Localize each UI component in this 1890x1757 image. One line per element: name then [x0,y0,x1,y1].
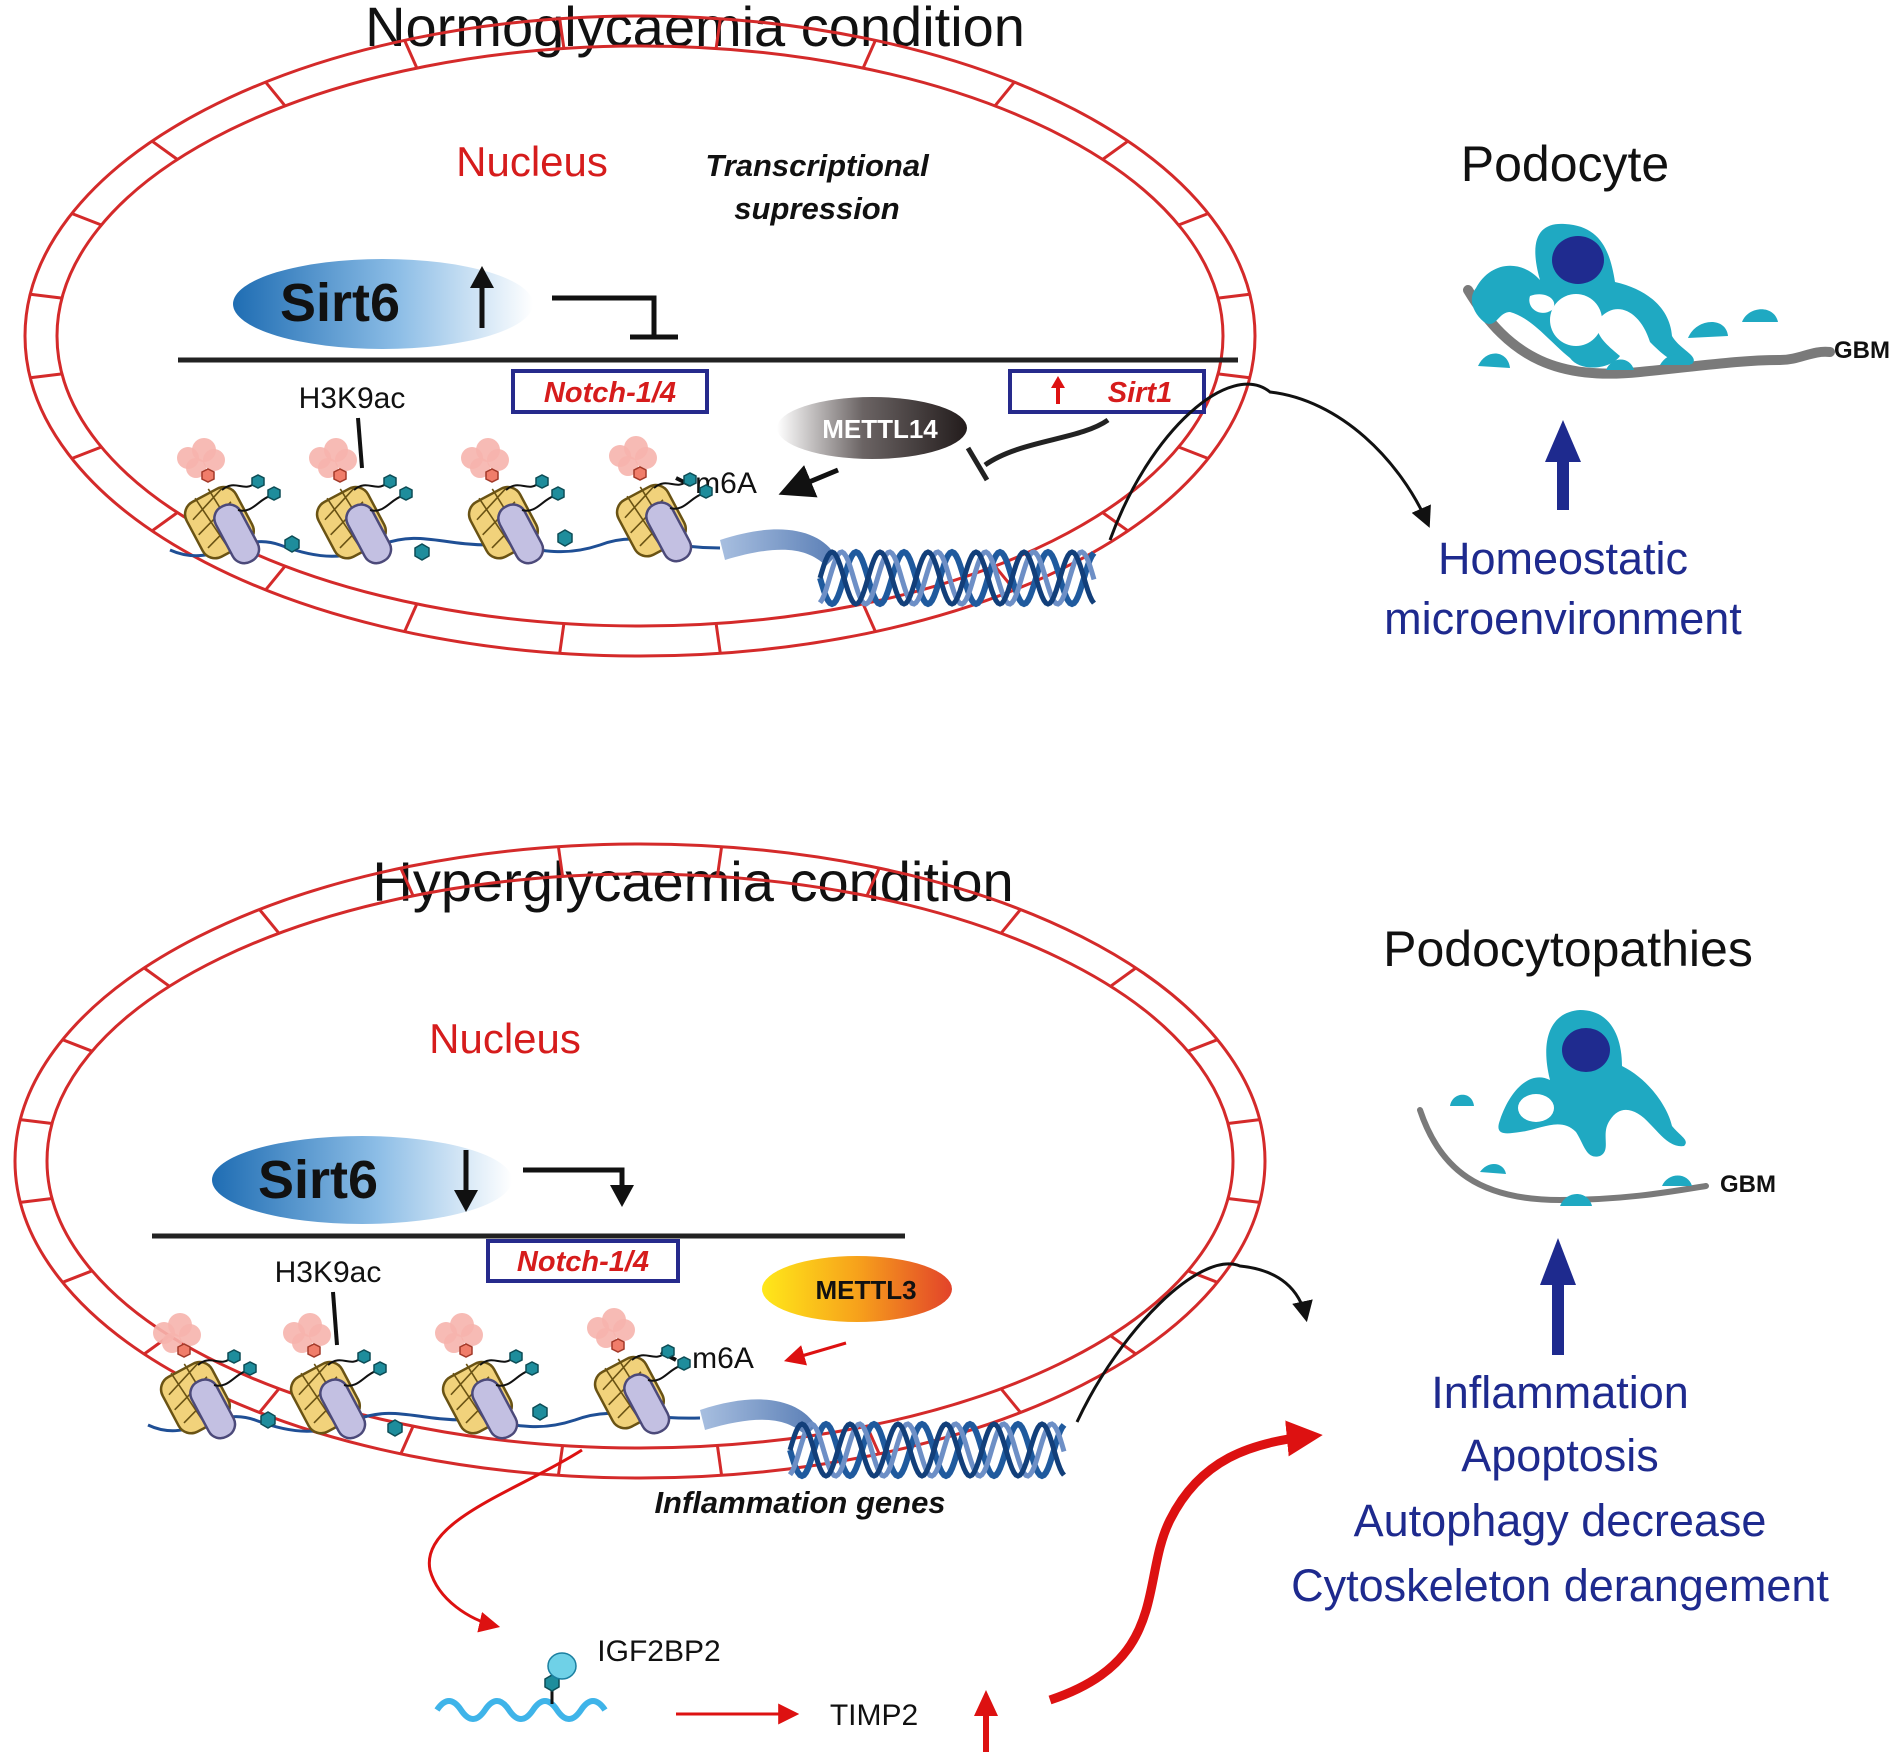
outcome-inflammation: Inflammation [1431,1367,1689,1418]
mettl3-to-m6a-arrow [783,1341,847,1366]
hyper-dna-helix [787,1420,1067,1480]
normo-notch-gene: Notch-1/4 [544,377,676,409]
normo-notch-box [511,369,709,414]
hyper-sirt6-label: Sirt6 [258,1150,378,1210]
homeostatic-line2: microenvironment [1384,593,1742,644]
normo-dna-helix [817,548,1097,608]
hyper-sirt6-ellipse [212,1136,512,1224]
hyper-h3k9ac-pointer [331,1291,339,1346]
inflammation-genes-label: Inflammation genes [654,1485,945,1520]
normo-export-arrow [1108,382,1431,541]
podocytopathies-label: Podocytopathies [1383,921,1753,977]
homeostatic-up-arrow [1545,420,1581,510]
activation-arrow-sirt6 [523,1167,634,1207]
hyper-nucleus-label: Nucleus [429,1015,581,1062]
mettl14-to-m6a-arrow [778,465,839,498]
normo-chromatin [169,434,836,570]
normo-sirt6-ellipse [233,259,533,349]
normo-h3k9ac-pointer [356,417,364,469]
sirt1-inhibits-mettl14 [965,417,1110,482]
mettl14-ellipse [777,397,967,459]
timp2-up-arrow [974,1690,998,1752]
hyper-notch-gene: Notch-1/4 [517,1246,649,1278]
homeostatic-line1: Homeostatic [1438,533,1688,584]
hyper-export-arrow [1075,1262,1313,1423]
igf2bp2-label: IGF2BP2 [597,1635,720,1668]
hyper-h3k9ac-label: H3K9ac [275,1256,382,1289]
hyper-notch-box [486,1239,680,1283]
timp2-to-outcome-arrow [1048,1420,1323,1705]
igf2bp2-mrna [434,1652,608,1722]
sirt1-box [1008,369,1206,414]
podocyte-gbm-label: GBM [1834,337,1890,364]
m6a-to-igf2bp2-arrow [427,1448,583,1633]
podocytopathies-gbm-label: GBM [1720,1171,1776,1198]
timp2-label: TIMP2 [830,1699,918,1732]
inhibition-symbol-sirt6 [552,295,678,340]
mettl14-label: METTL14 [822,414,938,444]
transcription-note-line1: Transcriptional [705,148,930,183]
outcome-autophagy-decrease: Autophagy decrease [1354,1495,1767,1546]
outcome-up-arrow [1540,1238,1576,1355]
sirt1-gene: Sirt1 [1108,377,1172,409]
mettl3-label: METTL3 [815,1275,916,1305]
sirt6-up-arrow [470,266,494,328]
hyper-title: Hyperglycaemia condition [372,850,1013,913]
hyper-m6a-label: m6A [692,1342,754,1375]
hyper-chromatin [147,1306,816,1445]
normo-nucleus-label: Nucleus [456,138,608,185]
damaged-podocyte-illustration [1417,1010,1709,1206]
normo-h3k9ac-label: H3K9ac [299,382,406,415]
normo-sirt6-label: Sirt6 [280,273,400,333]
sirt1-up-arrow [1051,376,1065,404]
hyper-nucleus-envelope [13,842,1267,1480]
transcription-note-line2: supression [734,191,899,226]
normo-nucleus-envelope [23,14,1257,658]
outcome-apoptosis: Apoptosis [1461,1430,1659,1481]
outcome-cytoskeleton-derangement: Cytoskeleton derangement [1291,1560,1829,1611]
podocyte-label: Podocyte [1461,136,1669,192]
healthy-podocyte-illustration [1463,223,1835,379]
sirt6-down-arrow [454,1150,478,1212]
mettl3-ellipse [762,1256,952,1322]
